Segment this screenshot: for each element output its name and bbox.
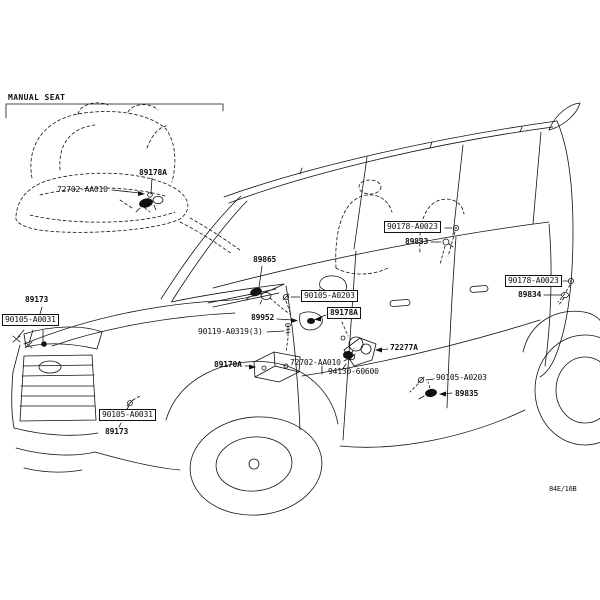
callout-89834: 89834: [518, 290, 542, 299]
inset-title: MANUAL SEAT: [8, 93, 66, 102]
callout-72702-seat: 72702-AA010: [57, 185, 108, 194]
callout-90105-a0031-bumper: 90105-A0031: [99, 409, 156, 421]
inset-header-bracket: [5, 103, 224, 119]
vehicle-body: [11, 102, 600, 516]
page-code: 84E/16B: [549, 485, 577, 493]
callout-90105-a0203-plain: 90105-A0203: [436, 373, 487, 382]
callout-89170a: 89170A: [214, 360, 242, 369]
callout-72277a: 72277A: [390, 343, 418, 352]
callout-89833: 89833: [405, 237, 429, 246]
callout-90105-a0031-front: 90105-A0031: [2, 314, 59, 326]
callout-89173-front: 89173: [25, 295, 49, 304]
callout-89173-bumper: 89173: [105, 427, 129, 436]
callout-89178a-seat: 89178A: [139, 168, 167, 177]
callout-90178-roof: 90178-A0023: [384, 221, 441, 233]
callout-90105-a0203-boxed: 90105-A0203: [301, 290, 358, 302]
callout-90178-rear: 90178-A0023: [505, 275, 562, 287]
callout-89178a-body: 89178A: [327, 307, 361, 319]
seat-inset-drawing: [15, 102, 241, 255]
callout-94130: 94130-60600: [328, 367, 379, 376]
callout-90119: 90119-A0319(3): [198, 327, 263, 336]
leaders-and-fasteners: [12, 224, 575, 428]
seat-inset-parts: [111, 177, 164, 213]
callout-72702-floor: 72702-AA010: [290, 358, 341, 367]
callout-89952: 89952: [251, 313, 275, 322]
callout-89835: 89835: [455, 389, 479, 398]
callout-89865: 89865: [253, 255, 277, 264]
